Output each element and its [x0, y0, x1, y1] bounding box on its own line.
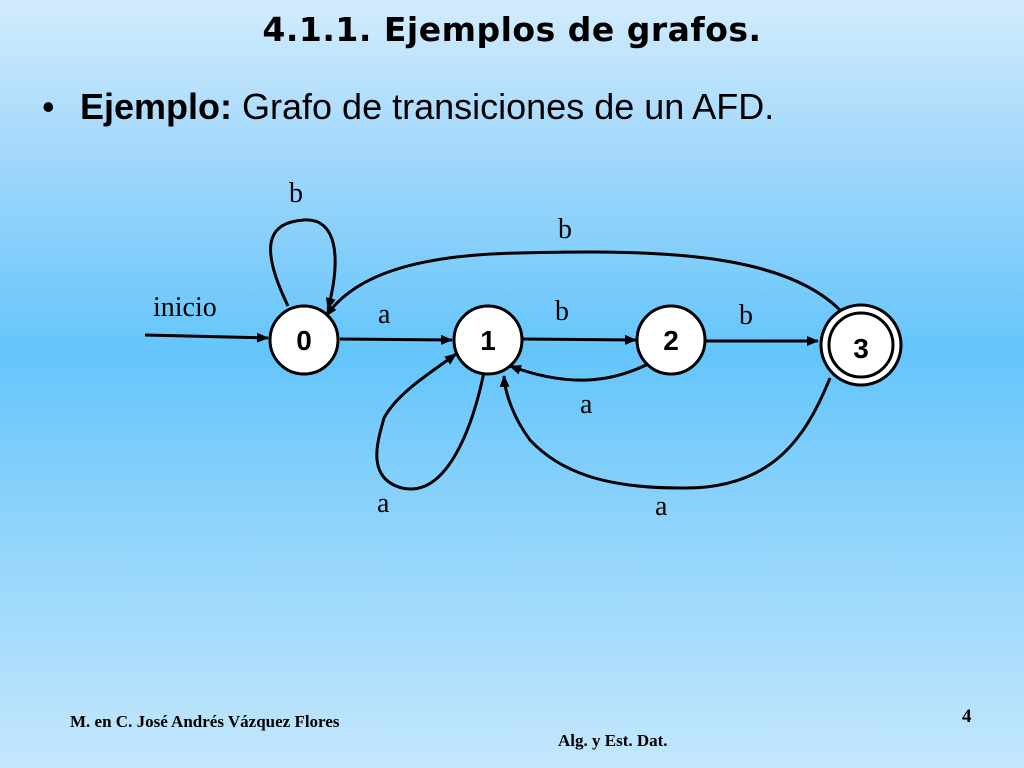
edge-1-1 [375, 352, 486, 491]
bullet-item: • Ejemplo: Grafo de transiciones de un AF… [42, 86, 774, 128]
edge-label-3-1: a [655, 491, 668, 522]
edge-2-1 [509, 362, 649, 382]
edge-label-0-0: b [289, 178, 303, 209]
edge-label-3-0: b [558, 214, 572, 245]
bullet-text: Grafo de transiciones de un AFD. [232, 86, 775, 127]
state-label-2: 2 [663, 325, 679, 356]
state-node-0: 0 [268, 304, 340, 376]
edge-0-0 [269, 218, 337, 310]
state-label-1: 1 [480, 325, 496, 356]
footer-author: M. en C. José Andrés Vázquez Flores [70, 712, 340, 731]
slide-title: 4.1.1. Ejemplos de grafos. [262, 10, 762, 49]
edge-label-2-1: a [580, 389, 593, 420]
edge-1-2 [521, 334, 637, 345]
page-number: 4 [962, 706, 972, 727]
state-node-3-accepting: 3 [819, 303, 903, 387]
state-label-3: 3 [853, 333, 869, 364]
edge-label-1-1: a [377, 488, 390, 519]
edge-label-1-2: b [555, 296, 569, 327]
edge-3-1 [499, 375, 832, 490]
footer-course: Alg. y Est. Dat. [558, 731, 668, 750]
state-node-1: 1 [452, 304, 524, 376]
edge-0-1 [339, 334, 453, 345]
bullet-dot: • [42, 86, 55, 127]
edge-3-0 [324, 250, 842, 317]
start-arrow [144, 332, 269, 343]
edge-label-2-3: b [739, 300, 753, 331]
edge-label-0-1: a [378, 299, 391, 330]
start-label: inicio [153, 292, 217, 323]
state-label-0: 0 [296, 325, 312, 356]
bullet-bold-label: Ejemplo: [80, 86, 233, 127]
state-node-2: 2 [635, 304, 707, 376]
